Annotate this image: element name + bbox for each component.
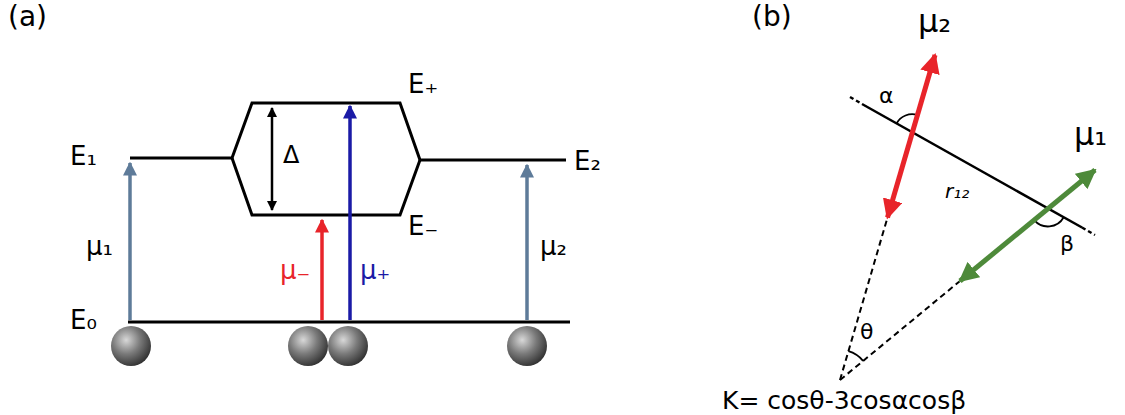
dipole-label: μ₂ bbox=[540, 232, 567, 261]
formula: K= cosθ-3cosαcosβ bbox=[722, 387, 966, 415]
level-label: E₋ bbox=[408, 212, 438, 241]
dipole-label: μ₋ bbox=[280, 256, 310, 285]
transition-arrow bbox=[348, 106, 352, 320]
panel-label: (a) bbox=[8, 2, 47, 33]
transition-arrow bbox=[320, 220, 324, 320]
angle-label: α bbox=[879, 84, 894, 108]
dipole-arrow bbox=[960, 170, 1095, 281]
distance-label: r₁₂ bbox=[945, 180, 969, 202]
dipole-arrow bbox=[888, 55, 936, 218]
level-label: E₂ bbox=[574, 147, 601, 176]
dipole-label: μ₁ bbox=[1074, 117, 1107, 152]
transition-arrow bbox=[128, 163, 132, 320]
angle-label: θ bbox=[860, 320, 873, 344]
panel-label: (b) bbox=[752, 2, 792, 33]
dipole-label: μ₂ bbox=[918, 4, 951, 39]
energy-levels bbox=[128, 103, 570, 322]
dipole-geometry bbox=[840, 97, 1095, 380]
level-label: E₁ bbox=[70, 142, 97, 171]
splitting-label: Δ bbox=[283, 142, 299, 168]
level-label: E₀ bbox=[70, 306, 97, 335]
transition-arrow bbox=[525, 165, 529, 320]
dipole-label: μ₁ bbox=[86, 232, 113, 261]
angle-label: β bbox=[1060, 232, 1074, 256]
level-label: E₊ bbox=[408, 70, 438, 99]
dipole-label: μ₊ bbox=[360, 256, 390, 285]
atom-spheres bbox=[111, 326, 547, 366]
splitting-arrow bbox=[271, 108, 274, 210]
